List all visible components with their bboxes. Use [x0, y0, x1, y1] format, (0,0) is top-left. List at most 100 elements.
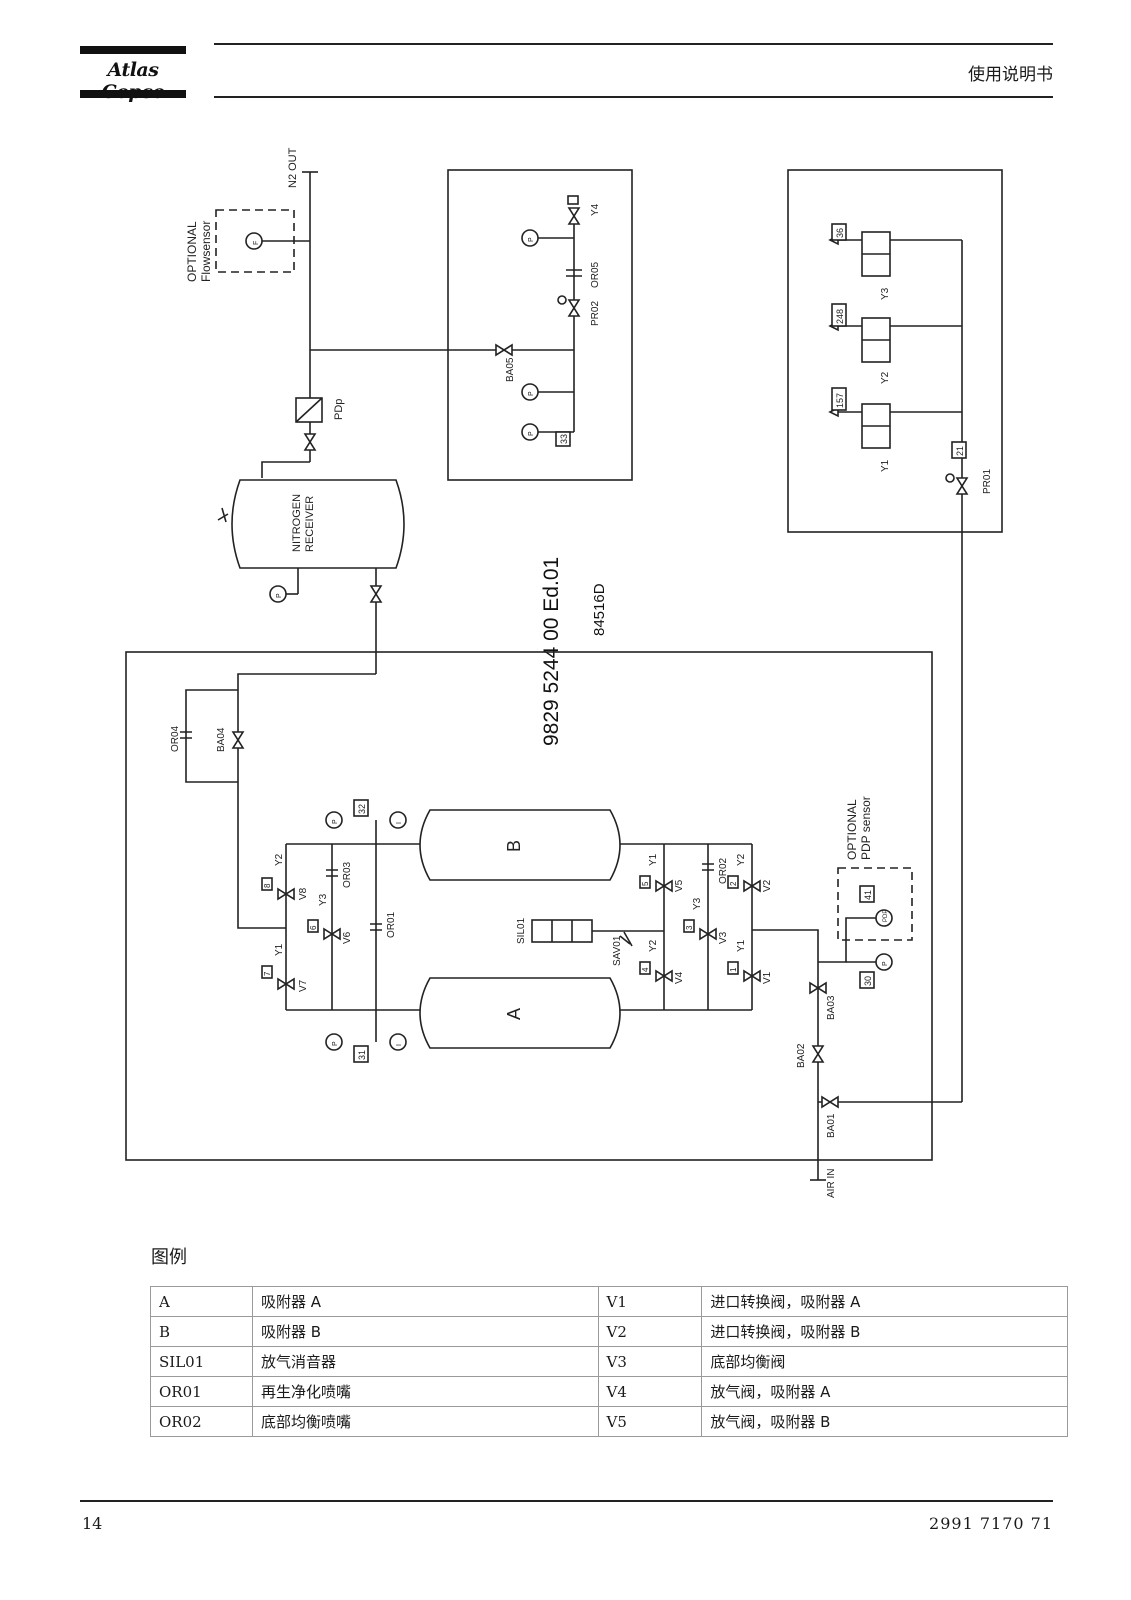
document-number: 2991 7170 71 — [929, 1514, 1053, 1533]
v5-number: 5 — [641, 881, 650, 886]
box-32 — [353, 799, 369, 817]
y1-solenoid-label: Y1 — [880, 459, 891, 472]
or04-bypass — [185, 689, 238, 783]
box-32-label: 32 — [357, 804, 367, 814]
v7-number-box — [261, 965, 273, 979]
optional-flowsensor-label: OPTIONAL — [185, 221, 199, 282]
v7-label: V7 — [298, 979, 309, 992]
panel-gauge-2-label: P — [528, 431, 535, 436]
ba02-label: BA02 — [796, 1043, 807, 1068]
v3-number-box — [683, 919, 695, 933]
box-21 — [951, 441, 967, 459]
ba05-label: BA05 — [505, 357, 516, 382]
legend-code: OR02 — [150, 1406, 253, 1437]
vessel-b-label: B — [504, 840, 524, 852]
v4-number: 4 — [641, 967, 650, 972]
pr01-pilot — [945, 473, 955, 483]
legend-row: SIL01 放气消音器 V3 底部均衡阀 — [150, 1346, 1068, 1377]
ba02-valve — [812, 1045, 824, 1063]
v6-solenoid: Y3 — [318, 893, 329, 906]
vessel-a-label: A — [504, 1008, 524, 1020]
legend-title: 图例 — [151, 1247, 187, 1268]
box-31 — [353, 1045, 369, 1063]
legend-row: OR01 再生净化喷嘴 V4 放气阀，吸附器 A — [150, 1376, 1068, 1407]
v1-solenoid: Y1 — [736, 939, 747, 952]
legend-code: V4 — [597, 1376, 703, 1407]
v5-solenoid: Y1 — [648, 853, 659, 866]
v4-label: V4 — [674, 971, 685, 984]
ba03-label: BA03 — [826, 995, 837, 1020]
v3-solenoid: Y3 — [692, 897, 703, 910]
box-30 — [859, 971, 875, 989]
box-21-label: 21 — [955, 446, 965, 456]
pr02-pilot — [557, 295, 567, 305]
box-157 — [831, 387, 847, 411]
box-41 — [859, 885, 875, 903]
panel-gauge-1-label: P — [528, 391, 535, 396]
solenoid-panel-frame — [787, 169, 1003, 533]
vessel-a-pressure-gauge — [325, 1033, 343, 1051]
page-number: 14 — [82, 1514, 103, 1533]
v2-number: 2 — [729, 881, 738, 886]
receiver-label: RECEIVER — [304, 496, 316, 552]
v1-number-box — [727, 961, 739, 975]
legend-code: V5 — [597, 1406, 703, 1437]
pressure-panel-frame — [447, 169, 633, 481]
v6-label: V6 — [342, 931, 353, 944]
box-33 — [555, 431, 571, 447]
nitrogen-label: NITROGEN — [291, 494, 303, 552]
box-33-label: 33 — [559, 434, 569, 444]
v2-label: V2 — [762, 879, 773, 892]
box-36-label: 36 — [835, 228, 845, 238]
legend-row: B 吸附器 B V2 进口转换阀，吸附器 B — [150, 1316, 1068, 1347]
legend-row: A 吸附器 A V1 进口转换阀，吸附器 A — [150, 1286, 1068, 1317]
or02-label: OR02 — [718, 857, 729, 884]
legend-description: 放气阀，吸附器 A — [701, 1376, 1068, 1407]
schematic-diagram: N2 OUT F OPTIONAL Flowsensor PDp NITROGE… — [125, 147, 1003, 1198]
or01-orifice — [370, 923, 382, 931]
receiver-pressure-gauge — [269, 585, 287, 603]
air-inlet-line — [752, 929, 819, 1180]
solenoid-y3 — [828, 231, 962, 277]
legend-description: 吸附器 B — [251, 1316, 599, 1347]
atlas-copco-logo: Atlas Copco — [80, 46, 186, 103]
v8-label: V8 — [298, 887, 309, 900]
box-41-label: 41 — [863, 890, 873, 900]
legend-description: 进口转换阀，吸附器 B — [701, 1316, 1068, 1347]
receiver-outlet-pipe — [261, 461, 310, 478]
flowsensor-label: Flowsensor — [199, 221, 213, 282]
legend-description: 再生净化喷嘴 — [251, 1376, 599, 1407]
vessel-b-indicator-label: I — [396, 822, 403, 824]
vessel-b-indicator-gauge — [389, 811, 407, 829]
vessel-b — [419, 809, 621, 881]
or04-label: OR04 — [170, 725, 181, 752]
v8-solenoid: Y2 — [274, 853, 285, 866]
header-rule-bottom — [214, 96, 1053, 98]
pdp-valve-label: PDp — [333, 399, 345, 420]
sil01-label: SIL01 — [516, 917, 527, 944]
ba04-valve — [232, 731, 244, 749]
box-157-label: 157 — [835, 393, 845, 408]
vessel-a — [419, 977, 621, 1049]
pdp-sensor-label: PDP sensor — [859, 796, 873, 860]
pdp-gauge-label: PDP — [883, 910, 889, 922]
sav01-valve — [619, 931, 633, 947]
box-31-label: 31 — [357, 1050, 367, 1060]
pr01-label: PR01 — [982, 469, 993, 494]
legend-description: 吸附器 A — [251, 1286, 599, 1317]
vessel-b-gauge-label: P — [332, 819, 339, 824]
legend-code: V2 — [597, 1316, 703, 1347]
legend-row: OR02 底部均衡喷嘴 V5 放气阀，吸附器 B — [150, 1406, 1068, 1437]
vessel-a-gauge-label: P — [332, 1041, 339, 1046]
v6-number-box — [307, 919, 319, 933]
box-248-label: 248 — [835, 309, 845, 324]
vessel-a-indicator-label: I — [396, 1044, 403, 1046]
v2-solenoid: Y2 — [736, 853, 747, 866]
v1-label: V1 — [762, 971, 773, 984]
pdp-valve-diagonal — [295, 397, 323, 423]
ba05-valve — [495, 344, 513, 356]
v4-solenoid: Y2 — [648, 939, 659, 952]
legend-description: 放气消音器 — [251, 1346, 599, 1377]
box-36 — [831, 223, 847, 241]
legend-description: 底部均衡阀 — [701, 1346, 1068, 1377]
